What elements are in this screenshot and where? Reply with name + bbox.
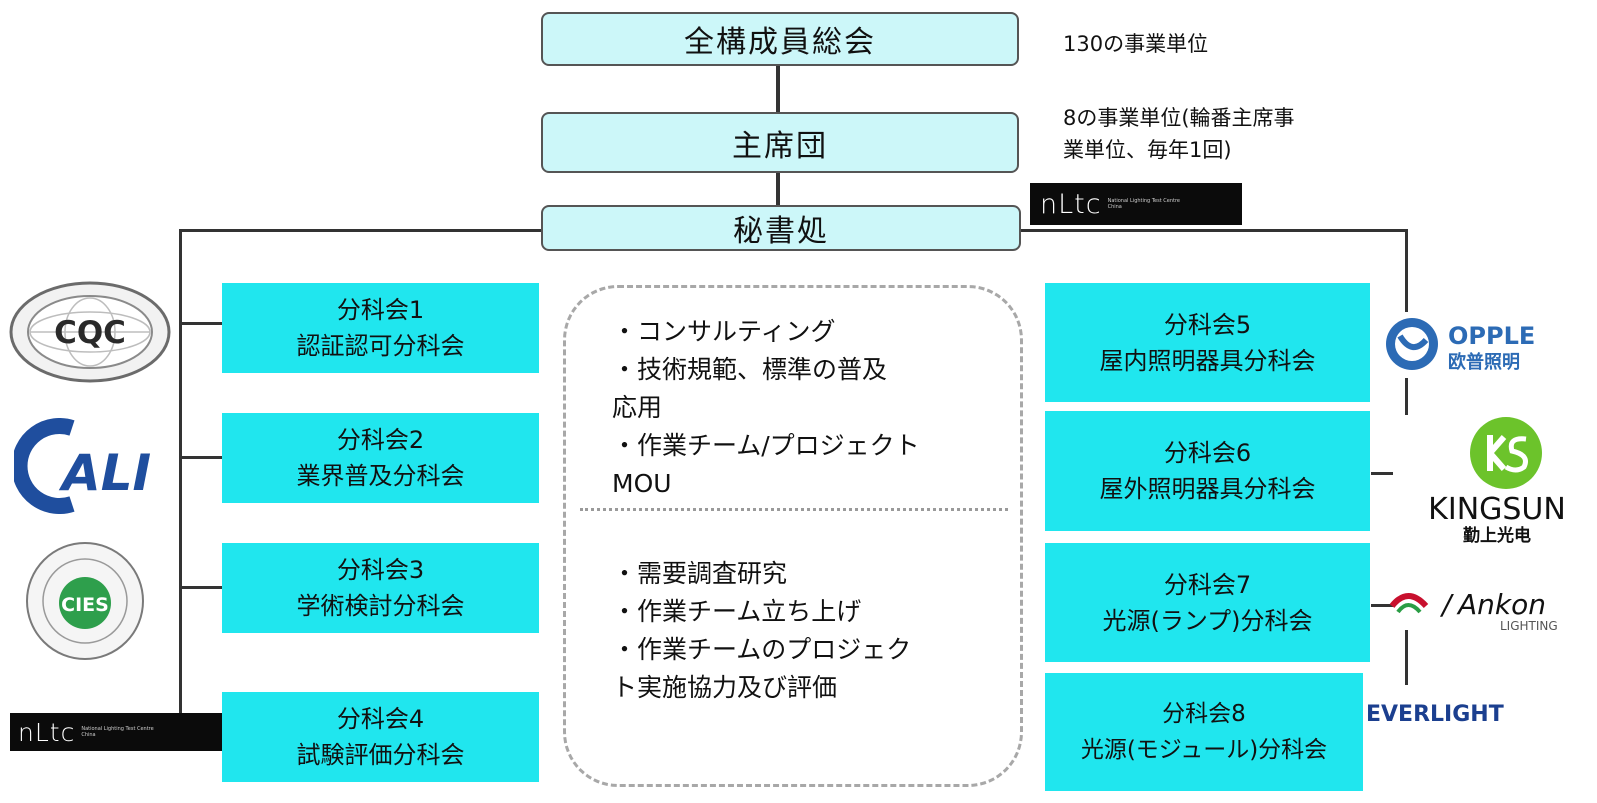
yankon-logo: / Ankon LIGHTING xyxy=(1389,588,1558,632)
subcommittee-1-desc: 認証認可分科会 xyxy=(296,332,465,360)
svg-text:ALI: ALI xyxy=(58,444,151,502)
connector-secretariat-left xyxy=(179,229,541,232)
subcommittee-6-box: 分科会6 屋外照明器具分科会 xyxy=(1045,411,1370,531)
subcommittee-7-name: 分科会7 xyxy=(1163,570,1252,599)
subcommittee-2-desc: 業界普及分科会 xyxy=(296,462,465,490)
activity-item: ・需要調査研究 xyxy=(612,559,788,588)
connector-yankon-everlight xyxy=(1405,630,1408,685)
subcommittee-4-name: 分科会4 xyxy=(336,705,425,733)
subcommittee-5-box: 分科会5 屋内照明器具分科会 xyxy=(1045,283,1370,402)
connector-right-trunk xyxy=(1405,229,1408,312)
general-assembly-box: 全構成員総会 xyxy=(541,12,1019,66)
activity-item: ト実施協力及び評価 xyxy=(612,673,838,702)
activities-lower-list: ・需要調査研究 ・作業チーム立ち上げ ・作業チームのプロジェク ト実施協力及び評… xyxy=(612,555,911,707)
connector-assembly-presidium xyxy=(776,64,780,112)
subcommittee-8-desc: 光源(モジュール)分科会 xyxy=(1080,737,1328,763)
presidium-note-line1: 8の事業単位(輪番主席事 xyxy=(1063,106,1295,130)
svg-text:勤上光电: 勤上光电 xyxy=(1463,525,1531,545)
cali-logo: ALI xyxy=(14,418,151,514)
subcommittee-8-name: 分科会8 xyxy=(1162,701,1246,727)
subcommittee-5-name: 分科会5 xyxy=(1163,310,1252,339)
activity-item: ・作業チーム/プロジェクト xyxy=(612,431,920,460)
activity-item: 応用 xyxy=(612,393,663,422)
cies-logo: CIES xyxy=(26,542,144,660)
secretariat-box: 秘書処 xyxy=(541,205,1021,251)
secretariat-label: 秘書処 xyxy=(733,214,829,249)
svg-text:/: / xyxy=(1439,588,1454,621)
subcommittee-5-desc: 屋内照明器具分科会 xyxy=(1099,346,1316,375)
opple-logo: OPPLE 欧普照明 xyxy=(1386,318,1535,373)
subcommittee-2-name: 分科会2 xyxy=(336,426,425,454)
svg-text:EVERLIGHT: EVERLIGHT xyxy=(1366,702,1504,727)
nltc-mark: nLtc xyxy=(1040,188,1102,220)
connector-left-trunk xyxy=(179,229,182,716)
svg-text:CQC: CQC xyxy=(54,315,126,351)
subcommittee-7-box: 分科会7 光源(ランプ)分科会 xyxy=(1045,543,1370,662)
svg-text:OPPLE: OPPLE xyxy=(1448,322,1535,350)
everlight-logo: EVERLIGHT xyxy=(1366,702,1504,727)
connector-branch-2 xyxy=(179,456,222,459)
subcommittee-1-name: 分科会1 xyxy=(336,296,425,324)
svg-text:Ankon: Ankon xyxy=(1456,588,1546,621)
activities-panel xyxy=(563,285,1023,787)
presidium-label: 主席団 xyxy=(732,128,828,164)
subcommittee-1-box: 分科会1 認証認可分科会 xyxy=(222,283,539,373)
connector-presidium-secretariat xyxy=(776,172,780,206)
subcommittee-3-name: 分科会3 xyxy=(336,556,425,584)
activities-upper-list: ・コンサルティング ・技術規範、標準の普及 応用 ・作業チーム/プロジェクト M… xyxy=(612,313,920,503)
subcommittee-3-desc: 学術検討分科会 xyxy=(296,592,465,620)
subcommittee-7-desc: 光源(ランプ)分科会 xyxy=(1102,606,1313,635)
connector-secretariat-right xyxy=(1021,229,1408,232)
presidium-box: 主席団 xyxy=(541,112,1019,173)
svg-text:欧普照明: 欧普照明 xyxy=(1448,351,1520,373)
cqc-logo: CQC xyxy=(9,281,171,383)
subcommittee-6-desc: 屋外照明器具分科会 xyxy=(1099,475,1316,503)
connector-opple-kingsun xyxy=(1405,378,1408,415)
subcommittee-2-box: 分科会2 業界普及分科会 xyxy=(222,413,539,503)
general-assembly-note: 130の事業単位 xyxy=(1063,32,1209,56)
connector-branch-7 xyxy=(1371,604,1393,607)
connector-branch-6 xyxy=(1371,472,1393,475)
svg-text:KINGSUN: KINGSUN xyxy=(1428,492,1566,527)
activity-item: ・作業チーム立ち上げ xyxy=(612,597,862,626)
connector-branch-3 xyxy=(179,586,222,589)
subcommittee-8-box: 分科会8 光源(モジュール)分科会 xyxy=(1045,673,1363,791)
svg-text:CIES: CIES xyxy=(61,594,109,616)
activities-divider xyxy=(580,508,1008,511)
activity-item: MOU xyxy=(612,469,672,498)
subcommittee-6-name: 分科会6 xyxy=(1163,439,1252,467)
connector-branch-1 xyxy=(179,322,222,325)
general-assembly-label: 全構成員総会 xyxy=(684,25,876,60)
activity-item: ・作業チームのプロジェク xyxy=(612,635,912,664)
svg-text:LIGHTING: LIGHTING xyxy=(1500,619,1558,632)
subcommittee-4-box: 分科会4 試験評価分科会 xyxy=(222,692,539,782)
subcommittee-3-box: 分科会3 学術検討分科会 xyxy=(222,543,539,633)
subcommittee-4-desc: 試験評価分科会 xyxy=(296,741,465,769)
nltc-mark: nLtc xyxy=(18,717,76,747)
presidium-note-line2: 業単位、毎年1回) xyxy=(1063,138,1232,162)
activity-item: ・コンサルティング xyxy=(612,317,836,346)
activity-item: ・技術規範、標準の普及 xyxy=(612,355,888,384)
kingsun-logo: KINGSUN 勤上光电 xyxy=(1428,417,1566,545)
